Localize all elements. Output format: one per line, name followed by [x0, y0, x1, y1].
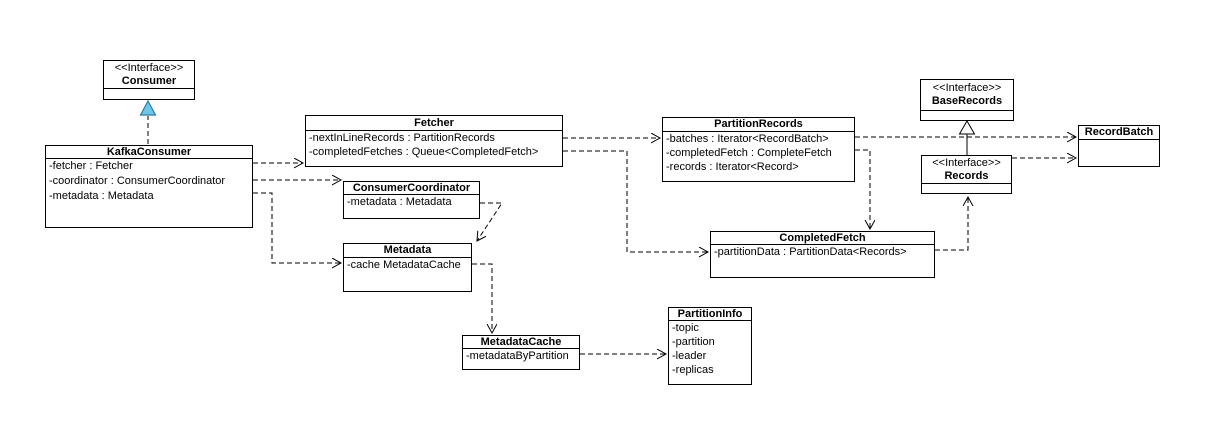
class-name: PartitionRecords — [714, 118, 803, 130]
stereotype-label: <<Interface>> — [932, 156, 1001, 169]
attribute: -cache MetadataCache — [347, 259, 461, 271]
class-name: RecordBatch — [1084, 126, 1154, 138]
class-name: ConsumerCoordinator — [352, 181, 471, 194]
class-recordbatch[interactable]: RecordBatch — [1078, 125, 1160, 167]
attribute: -replicas — [672, 364, 714, 376]
class-metadata[interactable]: Metadata -cache MetadataCache — [343, 243, 472, 292]
class-name: PartitionInfo — [677, 307, 743, 320]
attribute: -fetcher : Fetcher — [49, 160, 133, 172]
attribute: -nextInLineRecords : PartitionRecords — [309, 132, 495, 144]
edge-metadata-metadatacache — [472, 263, 492, 333]
attribute-compartment: -cache MetadataCache — [344, 258, 471, 291]
edge-fetcher-completedfetch — [563, 150, 708, 252]
class-consumercoordinator[interactable]: ConsumerCoordinator -metadata : Metadata — [343, 181, 480, 219]
edge-kafkaconsumer-metadata — [253, 192, 341, 263]
class-header: MetadataCache — [463, 336, 579, 349]
class-header: Metadata — [344, 244, 471, 258]
attribute: -metadataByPartition — [466, 350, 569, 362]
attribute: -batches : Iterator<RecordBatch> — [666, 133, 829, 145]
class-completedfetch[interactable]: CompletedFetch -partitionData : Partitio… — [710, 231, 935, 278]
class-partitioninfo[interactable]: PartitionInfo -topic -partition -leader … — [668, 307, 752, 385]
class-name: MetadataCache — [480, 335, 562, 348]
attribute: -leader — [672, 350, 707, 362]
class-baserecords[interactable]: <<Interface>> BaseRecords — [920, 79, 1014, 121]
class-header: PartitionInfo — [669, 308, 751, 321]
attribute-compartment: -fetcher : Fetcher -coordinator : Consum… — [46, 159, 252, 227]
edge-partitionrecords-completedfetch — [855, 149, 870, 229]
attribute-compartment — [922, 184, 1011, 193]
class-name: CompletedFetch — [779, 231, 866, 244]
class-header: RecordBatch — [1079, 126, 1159, 140]
attribute: -coordinator : ConsumerCoordinator — [49, 175, 226, 187]
class-header: Fetcher — [306, 116, 562, 131]
class-name: BaseRecords — [931, 95, 1003, 107]
class-header: <<Interface>> BaseRecords — [921, 80, 1013, 111]
class-name: Consumer — [121, 74, 177, 87]
attribute: -topic — [672, 322, 699, 334]
attribute-compartment — [921, 111, 1013, 120]
attribute: -partition — [672, 336, 715, 348]
attribute: -metadata : Metadata — [49, 190, 154, 202]
attribute-compartment: -metadataByPartition — [463, 349, 579, 369]
generalization-triangle — [958, 119, 976, 135]
attribute-compartment: -metadata : Metadata — [344, 195, 479, 218]
class-partitionrecords[interactable]: PartitionRecords -batches : Iterator<Rec… — [662, 117, 855, 182]
class-header: PartitionRecords — [663, 118, 854, 132]
attribute: -metadata : Metadata — [347, 196, 452, 208]
attribute-compartment: -batches : Iterator<RecordBatch> -comple… — [663, 132, 854, 181]
attribute: -completedFetch : CompleteFetch — [666, 147, 832, 159]
class-header: <<Interface>> Consumer — [104, 61, 194, 89]
class-header: KafkaConsumer — [46, 146, 252, 159]
class-metadatacache[interactable]: MetadataCache -metadataByPartition — [462, 335, 580, 370]
class-header: <<Interface>> Records — [922, 156, 1011, 184]
class-name: Fetcher — [414, 116, 454, 129]
class-name: KafkaConsumer — [106, 145, 192, 158]
stereotype-label: <<Interface>> — [932, 82, 1002, 94]
class-consumer[interactable]: <<Interface>> Consumer — [103, 60, 195, 100]
realization-triangle — [139, 99, 157, 116]
class-fetcher[interactable]: Fetcher -nextInLineRecords : PartitionRe… — [305, 115, 563, 167]
stereotype-label: <<Interface>> — [114, 61, 184, 74]
attribute-compartment — [1079, 140, 1159, 166]
attribute-compartment: -nextInLineRecords : PartitionRecords -c… — [306, 131, 562, 166]
attribute-compartment — [104, 89, 194, 99]
attribute: -partitionData : PartitionData<Records> — [714, 246, 907, 258]
attribute: -completedFetches : Queue<CompletedFetch… — [309, 146, 539, 158]
class-header: ConsumerCoordinator — [344, 182, 479, 195]
attribute: -records : Iterator<Record> — [666, 161, 799, 173]
edge-consumercoordinator-metadata — [477, 202, 503, 241]
attribute-compartment: -topic -partition -leader -replicas — [669, 321, 751, 384]
class-name: Records — [944, 169, 989, 182]
edge-completedfetch-records — [935, 197, 968, 251]
class-name: Metadata — [383, 244, 432, 256]
class-kafkaconsumer[interactable]: KafkaConsumer -fetcher : Fetcher -coordi… — [45, 145, 253, 228]
attribute-compartment: -partitionData : PartitionData<Records> — [711, 245, 934, 277]
class-header: CompletedFetch — [711, 232, 934, 245]
class-records[interactable]: <<Interface>> Records — [921, 155, 1012, 194]
